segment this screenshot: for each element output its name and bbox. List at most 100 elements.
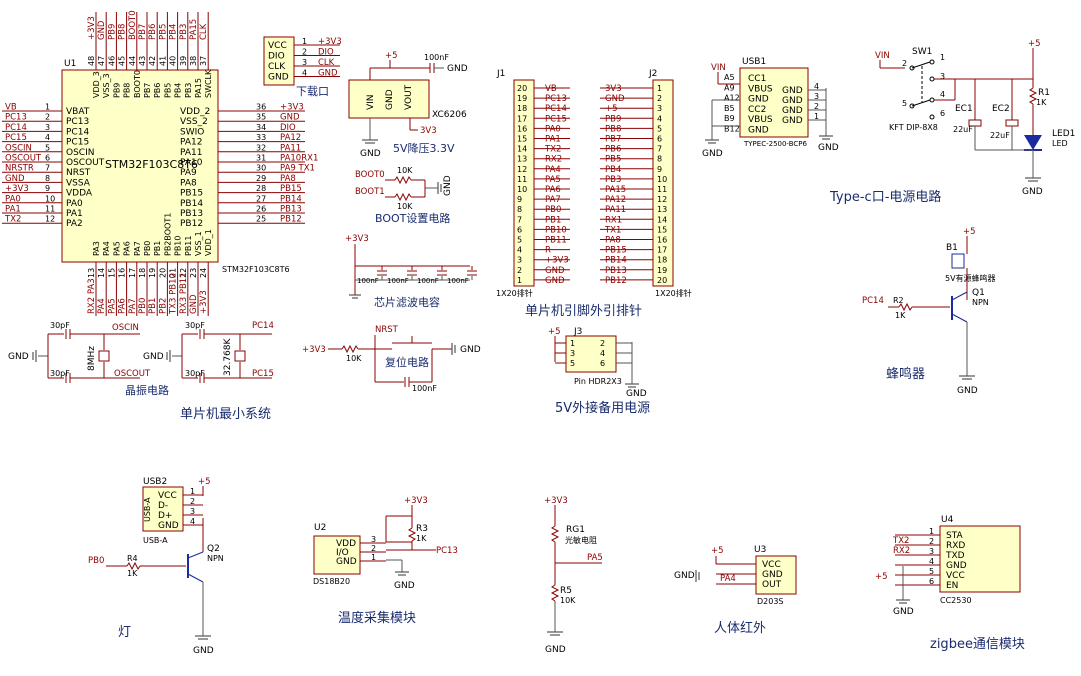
- j2-net: PB6: [605, 145, 621, 155]
- lamp-r: R4: [127, 554, 138, 563]
- j1-ref: J1: [496, 69, 505, 79]
- pir-pin: VCC: [762, 560, 781, 570]
- usb1-gnd: GND: [702, 149, 723, 159]
- boot-circuit: BOOT0 BOOT1 10K 10K GND BOOT设置电路: [355, 166, 453, 225]
- j1-net: PC14: [545, 104, 567, 114]
- pw-gnd: GND: [1022, 187, 1043, 197]
- mcu-left-num: 9: [45, 184, 50, 193]
- pir-ref: U3: [754, 545, 766, 555]
- mcu-bottom-net: PB1: [148, 298, 158, 314]
- j1-num: 13: [517, 155, 527, 164]
- j2-num: 18: [657, 256, 667, 265]
- mcu-left-num: 11: [45, 205, 55, 214]
- voltage-regulator: VIN GND VOUT XC6206 +5 100nF GND GND 3V3…: [348, 51, 468, 159]
- j1-net: R: [545, 246, 551, 256]
- mcu-top-pin: PB4: [174, 83, 183, 98]
- mcu-left-net: PC13: [5, 113, 27, 123]
- mcu-right-net: PB13: [280, 205, 302, 215]
- j2-num: 1: [657, 84, 662, 93]
- j1-num: 16: [517, 124, 527, 133]
- j3-p5: +5: [548, 327, 561, 337]
- pw-ec2: EC2: [992, 104, 1010, 114]
- mcu-top-num: 45: [118, 56, 127, 66]
- mcu-bottom-net: GND: [189, 294, 199, 314]
- mcu-left-num: 10: [45, 194, 55, 203]
- j1-net: PA7: [545, 195, 561, 205]
- bz-gnd: GND: [957, 386, 978, 396]
- j1-net: PB10: [545, 225, 567, 235]
- usb1-lpin: GND: [748, 95, 769, 105]
- j2-net: PA15: [605, 185, 626, 195]
- j2-num: 8: [657, 155, 662, 164]
- pw-sw: SW1: [912, 47, 932, 57]
- filter-cap-value: 100nF: [387, 277, 409, 285]
- mcu-bottom-num: 20: [158, 268, 167, 278]
- j2-num: 9: [657, 165, 662, 174]
- vreg-gnd3: GND: [360, 149, 381, 159]
- boot-title: BOOT设置电路: [375, 212, 450, 225]
- temp-num: 1: [371, 553, 376, 562]
- mcu-right-num: 36: [256, 103, 266, 112]
- j1-num: 1: [517, 276, 522, 285]
- usb2-ref: USB2: [143, 477, 167, 487]
- dl-pin: VCC: [268, 41, 287, 51]
- mcu-left-pin: VSSA: [66, 178, 91, 188]
- usb2-pin: GND: [158, 521, 179, 531]
- j2-net: PB13: [605, 266, 627, 276]
- aux5v-title: 5V外接备用电源: [555, 400, 650, 416]
- j1-num: 6: [517, 225, 522, 234]
- usb2-num: 2: [190, 497, 195, 506]
- mcu-top-pin: BOOT0: [133, 70, 142, 98]
- j1-net: +3V3: [545, 256, 569, 266]
- mcu-bottom-net: RX3 PB11: [179, 272, 189, 314]
- mcu-left-pin: VDDA: [66, 189, 93, 199]
- j1-net: PA0: [545, 124, 561, 134]
- reset-rail: +3V3: [302, 345, 326, 355]
- j2-net: PA11: [605, 205, 626, 215]
- mcu-bottom-num: 15: [107, 268, 116, 278]
- mcu-left-num: 5: [45, 143, 50, 152]
- temp-pin: GND: [336, 557, 357, 567]
- filter-title: 芯片滤波电容: [374, 295, 440, 309]
- temp-gnd: GND: [394, 581, 415, 591]
- mcu-left-net: VB: [5, 103, 17, 113]
- j1-net: PA4: [545, 165, 561, 175]
- zig-pin: VCC: [946, 571, 965, 581]
- j1-net: PB0: [545, 205, 561, 215]
- vreg-gnd2: GND: [447, 64, 468, 74]
- dl-net: DIO: [318, 48, 334, 58]
- temp-net: PC13: [436, 546, 458, 556]
- j2-num: 15: [657, 225, 667, 234]
- mcu-right-net: +3V3: [280, 103, 304, 113]
- j1-num: 19: [517, 94, 527, 103]
- mcu-top-net: CLK: [199, 23, 209, 40]
- j1-num: 17: [517, 114, 527, 123]
- mcu-right-pin: SWIO: [180, 127, 204, 137]
- usb2-num: 1: [190, 487, 195, 496]
- mcu-top-pin: PB7: [143, 83, 152, 98]
- mcu-bottom-num: 19: [148, 268, 157, 278]
- mcu-bottom-num: 24: [199, 268, 208, 278]
- mcu-bottom-pin: PA4: [102, 241, 111, 256]
- usb1-lpin: CC1: [748, 74, 766, 84]
- temp-pin: VDD: [336, 539, 356, 549]
- mcu-top-net: PA15: [189, 19, 199, 40]
- zig-gnd: GND: [893, 607, 914, 617]
- mcu-left-pin: VBAT: [66, 107, 90, 117]
- j3-num: 6: [600, 359, 605, 368]
- j2-num: 6: [657, 135, 662, 144]
- mcu-left-pin: PC13: [66, 117, 89, 127]
- j2-name: 1X20排针: [655, 288, 692, 298]
- j2-net: PB8: [605, 124, 621, 134]
- usb2-name: USB-A: [143, 536, 168, 545]
- pw-n6: 6: [940, 109, 945, 118]
- mcu-right-pin: PB12: [180, 219, 203, 229]
- ldr-rv: 10K: [560, 596, 576, 605]
- osc-pc15: PC15: [252, 369, 274, 379]
- zig-name: CC2530: [940, 596, 972, 605]
- mcu-top-net: PB6: [148, 24, 158, 40]
- j1-net: PB11: [545, 236, 567, 246]
- mcu-left-num: 3: [45, 123, 50, 132]
